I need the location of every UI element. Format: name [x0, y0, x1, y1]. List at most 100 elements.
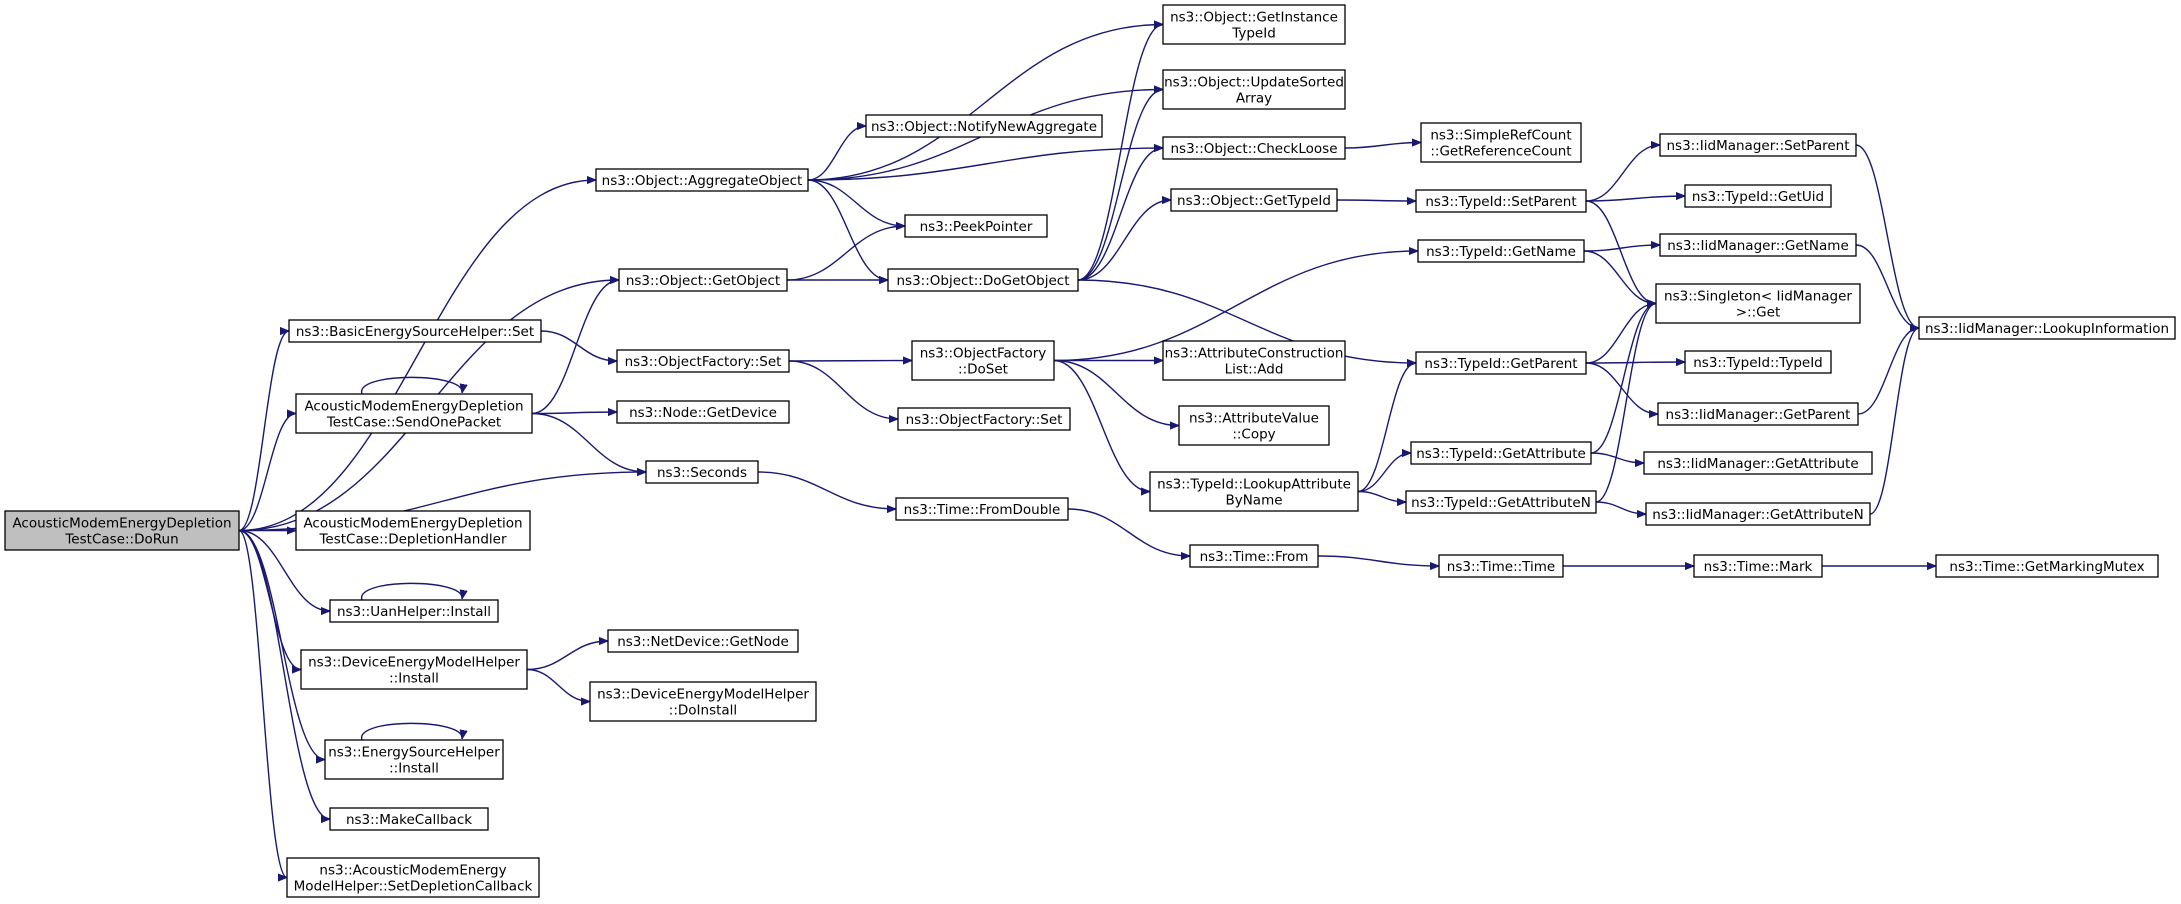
- node-box: [895, 497, 1069, 521]
- node-notify-new-aggregate[interactable]: ns3::Object::NotifyNewAggregate: [865, 114, 1103, 138]
- nodes-layer: AcousticModemEnergyDepletionTestCase::Do…: [4, 4, 2176, 898]
- edge-iid-get-name-to-iid-lookup-information: [1855, 244, 1920, 328]
- node-check-loose[interactable]: ns3::Object::CheckLoose: [1162, 136, 1346, 160]
- node-singleton-get[interactable]: ns3::Singleton< IidManager >::Get: [1655, 283, 1861, 324]
- node-obj-factory-set1[interactable]: ns3::ObjectFactory::Set: [616, 349, 790, 373]
- edge-root-to-make-callback: [238, 529, 331, 820]
- node-label: ns3::IidManager::GetParent: [1666, 407, 1851, 423]
- edge-do-get-object-to-get-instance-type-id: [1077, 25, 1164, 281]
- node-box: [1693, 554, 1823, 578]
- node-label: ns3::ObjectFactory: [920, 346, 1047, 362]
- node-box: [1415, 351, 1587, 375]
- edge-do-get-object-to-check-loose: [1077, 148, 1164, 281]
- node-time-from[interactable]: ns3::Time::From: [1189, 544, 1319, 568]
- node-obj-factory-set2[interactable]: ns3::ObjectFactory::Set: [897, 407, 1071, 431]
- edge-type-id-set-parent-to-type-id-get-uid: [1585, 196, 1685, 202]
- edge-type-id-set-parent-to-singleton-get: [1585, 200, 1657, 304]
- node-label: ns3::ObjectFactory::Set: [906, 412, 1063, 428]
- node-box: [1935, 554, 2159, 578]
- node-label: ::DoSet: [958, 362, 1008, 378]
- node-label: ::DoInstall: [669, 703, 737, 719]
- edge-root-to-set-depletion-callback: [238, 529, 288, 878]
- node-box: [1162, 136, 1346, 160]
- node-obj-get-type-id[interactable]: ns3::Object::GetTypeId: [1170, 188, 1338, 212]
- edge-obj-get-type-id-to-type-id-set-parent: [1336, 200, 1416, 201]
- node-seconds[interactable]: ns3::Seconds: [645, 460, 759, 484]
- node-box: [300, 649, 528, 690]
- node-label: ::Install: [389, 761, 439, 777]
- node-box: [1162, 4, 1346, 45]
- node-box: [607, 629, 799, 653]
- node-send-one-packet[interactable]: AcousticModemEnergyDepletionTestCase::Se…: [295, 393, 533, 434]
- node-type-id-get-parent[interactable]: ns3::TypeId::GetParent: [1415, 351, 1587, 375]
- node-uan-install[interactable]: ns3::UanHelper::Install: [329, 599, 499, 623]
- node-label: ns3::AttributeConstruction: [1165, 346, 1344, 362]
- edge-demh-install-to-demh-do-install: [526, 668, 590, 702]
- node-iid-lookup-information[interactable]: ns3::IidManager::LookupInformation: [1918, 316, 2176, 340]
- edge-lookup-attr-by-name-to-type-id-get-parent: [1357, 363, 1417, 493]
- node-label: ns3::DeviceEnergyModelHelper: [597, 687, 809, 703]
- node-type-id-set-parent[interactable]: ns3::TypeId::SetParent: [1415, 189, 1587, 213]
- node-obj-factory-do-set[interactable]: ns3::ObjectFactory::DoSet: [911, 340, 1055, 381]
- edge-uan-install-to-uan-install: [361, 582, 463, 601]
- node-root[interactable]: AcousticModemEnergyDepletionTestCase::Do…: [4, 510, 240, 551]
- edge-obj-factory-set1-to-obj-factory-do-set: [788, 361, 912, 362]
- node-iid-get-attribute[interactable]: ns3::IidManager::GetAttribute: [1643, 451, 1873, 475]
- node-iid-set-parent[interactable]: ns3::IidManager::SetParent: [1659, 133, 1857, 157]
- node-net-device-get-node[interactable]: ns3::NetDevice::GetNode: [607, 629, 799, 653]
- node-box: [616, 349, 790, 373]
- edge-aggregate-object-to-peek-pointer: [807, 179, 905, 226]
- edge-check-loose-to-get-ref-count: [1344, 143, 1421, 149]
- node-iid-get-name[interactable]: ns3::IidManager::GetName: [1659, 233, 1857, 257]
- node-type-id-get-uid[interactable]: ns3::TypeId::GetUid: [1684, 184, 1832, 208]
- edge-aggregate-object-to-do-get-object: [807, 179, 889, 280]
- node-demh-install[interactable]: ns3::DeviceEnergyModelHelper::Install: [300, 649, 528, 690]
- edge-iid-get-attribute-n-to-iid-lookup-information: [1869, 328, 1920, 515]
- node-depletion-handler[interactable]: AcousticModemEnergyDepletionTestCase::De…: [295, 510, 531, 551]
- edge-iid-set-parent-to-iid-lookup-information: [1855, 144, 1920, 328]
- node-do-get-object[interactable]: ns3::Object::DoGetObject: [887, 268, 1079, 292]
- node-box: [1420, 122, 1582, 163]
- node-label: ns3::IidManager::GetAttributeN: [1652, 507, 1863, 523]
- node-label: AcousticModemEnergyDepletion: [12, 516, 231, 532]
- node-iid-get-attribute-n[interactable]: ns3::IidManager::GetAttributeN: [1645, 502, 1871, 526]
- node-box: [1655, 283, 1861, 324]
- node-attr-value-copy[interactable]: ns3::AttributeValue::Copy: [1178, 405, 1330, 446]
- node-box: [329, 599, 499, 623]
- node-peek-pointer[interactable]: ns3::PeekPointer: [904, 214, 1048, 238]
- node-make-callback[interactable]: ns3::MakeCallback: [329, 807, 489, 831]
- node-label: ns3::Object::CheckLoose: [1170, 141, 1337, 157]
- node-type-id-type-id[interactable]: ns3::TypeId::TypeId: [1684, 350, 1832, 374]
- node-label: AcousticModemEnergyDepletion: [304, 399, 523, 415]
- node-node-get-device[interactable]: ns3::Node::GetDevice: [616, 400, 790, 424]
- node-set-depletion-callback[interactable]: ns3::AcousticModemEnergyModelHelper::Set…: [286, 857, 540, 898]
- node-get-ref-count[interactable]: ns3::SimpleRefCount::GetReferenceCount: [1420, 122, 1582, 163]
- node-time-time[interactable]: ns3::Time::Time: [1438, 554, 1564, 578]
- node-demh-do-install[interactable]: ns3::DeviceEnergyModelHelper::DoInstall: [589, 681, 817, 722]
- node-basic-set[interactable]: ns3::BasicEnergySourceHelper::Set: [288, 319, 542, 343]
- edge-type-id-get-name-to-singleton-get: [1583, 250, 1656, 304]
- node-label: TestCase::SendOnePacket: [326, 415, 501, 431]
- edge-get-object-to-peek-pointer: [786, 226, 905, 281]
- node-type-id-get-name[interactable]: ns3::TypeId::GetName: [1417, 239, 1585, 263]
- node-from-double[interactable]: ns3::Time::FromDouble: [895, 497, 1069, 521]
- edge-type-id-get-attribute-to-singleton-get: [1590, 304, 1657, 454]
- node-aggregate-object[interactable]: ns3::Object::AggregateObject: [595, 168, 809, 192]
- edge-send-one-packet-to-node-get-device: [531, 412, 617, 414]
- node-iid-get-parent[interactable]: ns3::IidManager::GetParent: [1657, 402, 1859, 426]
- node-label: ns3::TypeId::GetAttributeN: [1411, 495, 1591, 511]
- node-label: ns3::Object::NotifyNewAggregate: [871, 119, 1097, 135]
- node-box: [288, 319, 542, 343]
- node-time-get-marking-mutex[interactable]: ns3::Time::GetMarkingMutex: [1935, 554, 2159, 578]
- node-type-id-get-attribute-n[interactable]: ns3::TypeId::GetAttributeN: [1405, 490, 1597, 514]
- node-label: ns3::Object::GetTypeId: [1177, 193, 1331, 209]
- node-get-object[interactable]: ns3::Object::GetObject: [618, 268, 788, 292]
- node-type-id-get-attribute[interactable]: ns3::TypeId::GetAttribute: [1410, 441, 1592, 465]
- node-time-mark[interactable]: ns3::Time::Mark: [1693, 554, 1823, 578]
- node-esh-install[interactable]: ns3::EnergySourceHelper::Install: [324, 739, 504, 780]
- node-label: ns3::TypeId::GetName: [1426, 244, 1576, 260]
